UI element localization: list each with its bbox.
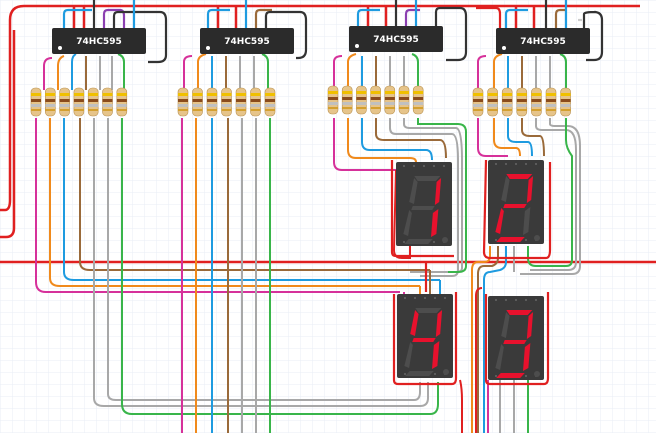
segment-b (434, 178, 442, 205)
display-ground-wires (390, 159, 552, 386)
resistor[interactable] (102, 87, 113, 117)
resistor[interactable] (516, 87, 528, 117)
segment-c (523, 343, 531, 371)
resistor[interactable] (341, 85, 353, 115)
resistor[interactable] (412, 85, 424, 115)
decimal-point (534, 371, 540, 377)
segment-f (410, 310, 419, 336)
resistor[interactable] (531, 87, 542, 117)
segment-a (415, 308, 442, 313)
resistor[interactable] (206, 87, 218, 117)
resistor[interactable] (73, 87, 85, 117)
chip-1[interactable]: 74HC595 (52, 28, 146, 54)
segment-g (412, 338, 436, 342)
chip-4[interactable]: 74HC595 (496, 28, 590, 54)
resistor[interactable] (177, 87, 189, 117)
shift-register-chips: 74HC595 74HC595 74HC595 74HC595 (52, 26, 590, 54)
decimal-point (534, 235, 540, 241)
chip-4-label: 74HC595 (520, 37, 565, 47)
resistor[interactable] (398, 85, 410, 115)
resistor[interactable] (59, 87, 70, 117)
resistor[interactable] (87, 87, 99, 117)
resistor[interactable] (221, 87, 232, 117)
segment-a (506, 174, 533, 179)
segment-f (409, 178, 418, 204)
segment-f (501, 312, 510, 338)
chip-resistor-wires (43, 53, 567, 90)
chip-1-label: 74HC595 (76, 37, 121, 47)
segment-d (496, 237, 525, 242)
resistor[interactable] (545, 87, 557, 117)
seven-segment-display-1[interactable] (396, 162, 452, 246)
decimal-point (442, 237, 448, 243)
seven-segment-display-3[interactable] (397, 294, 453, 378)
resistor[interactable] (327, 85, 339, 115)
segment-d (405, 371, 434, 376)
segment-f (501, 176, 510, 202)
resistor[interactable] (250, 87, 261, 117)
segment-e (495, 208, 504, 234)
resistor[interactable] (264, 87, 276, 117)
segment-b (435, 310, 443, 337)
segment-e (404, 342, 413, 368)
seven-segment-display-4[interactable] (488, 296, 544, 380)
display-wires (35, 118, 581, 433)
segment-g (503, 204, 527, 208)
segment-c (432, 341, 440, 369)
segment-a (414, 176, 441, 181)
seven-segment-display-2[interactable] (488, 160, 544, 244)
resistor[interactable] (192, 87, 203, 117)
resistor[interactable] (560, 87, 571, 117)
segment-d (404, 239, 433, 244)
chip-2-label: 74HC595 (224, 37, 269, 47)
chip-2[interactable]: 74HC595 (200, 28, 294, 54)
segment-b (526, 312, 534, 339)
segment-d (496, 373, 525, 378)
resistor[interactable] (472, 87, 484, 117)
resistor[interactable] (116, 87, 128, 117)
resistor[interactable] (370, 85, 381, 115)
resistor[interactable] (487, 87, 498, 117)
resistor[interactable] (384, 85, 396, 115)
seven-segment-displays (396, 160, 544, 380)
segment-e (495, 344, 504, 370)
segment-e (403, 210, 412, 236)
resistor[interactable] (356, 85, 367, 115)
segment-c (523, 207, 531, 235)
segment-c (431, 209, 439, 237)
decimal-point (443, 369, 449, 375)
segment-g (503, 340, 527, 344)
chip-3[interactable]: 74HC595 (349, 26, 443, 52)
resistor-bank (30, 85, 571, 117)
chip-3-label: 74HC595 (373, 35, 418, 45)
segment-b (526, 176, 534, 203)
segment-g (411, 206, 435, 210)
resistor[interactable] (30, 87, 42, 117)
segment-a (506, 310, 533, 315)
resistor[interactable] (44, 87, 56, 117)
resistor[interactable] (501, 87, 513, 117)
top-signal-wires (62, 0, 604, 64)
resistor[interactable] (235, 87, 247, 117)
